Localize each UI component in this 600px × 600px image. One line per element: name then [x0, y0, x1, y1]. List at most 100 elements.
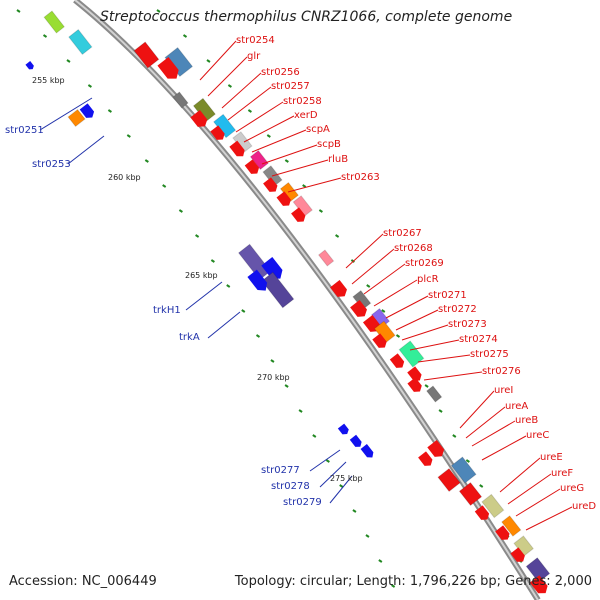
- tick-outer: [438, 409, 443, 413]
- gene-label-str0269[interactable]: str0269: [405, 258, 444, 269]
- gene-label-str0254[interactable]: str0254: [236, 35, 275, 46]
- gene-block-20: [237, 243, 272, 281]
- gene-block-44: [418, 451, 433, 466]
- leader-forward-10: [345, 233, 384, 269]
- gene-block-0: [68, 28, 93, 56]
- gene-box: [398, 340, 425, 368]
- tick-inner: [298, 409, 303, 413]
- gene-block-40: [337, 423, 349, 435]
- gene-label-glr[interactable]: glr: [247, 51, 261, 62]
- gene-label-str0274[interactable]: str0274: [459, 334, 498, 345]
- leader-forward-11: [351, 248, 395, 285]
- gene-label-plcR[interactable]: plcR: [417, 274, 439, 285]
- gene-label-trkA[interactable]: trkA: [179, 332, 200, 343]
- gene-label-str0275[interactable]: str0275: [470, 349, 509, 360]
- tick-outer: [318, 209, 323, 213]
- gene-label-str0267[interactable]: str0267: [383, 228, 422, 239]
- leader-forward-27: [525, 506, 573, 531]
- tick-inner: [312, 434, 317, 438]
- gene-label-ureI[interactable]: ureI: [494, 385, 514, 396]
- gene-label-xerD[interactable]: xerD: [294, 110, 318, 121]
- leader-reverse-3: [207, 311, 241, 339]
- gene-block-42: [360, 444, 374, 458]
- gene-label-str0277[interactable]: str0277: [261, 465, 300, 476]
- tick-inner: [352, 509, 357, 513]
- gene-arrow: [291, 207, 306, 222]
- gene-label-str0279[interactable]: str0279: [283, 497, 322, 508]
- gene-label-ureC[interactable]: ureC: [526, 430, 550, 441]
- gene-block-19: [291, 207, 306, 222]
- gene-label-str0268[interactable]: str0268: [394, 243, 433, 254]
- gene-label-ureG[interactable]: ureG: [560, 483, 585, 494]
- gene-arrow: [418, 451, 433, 466]
- leader-forward-18: [417, 354, 471, 363]
- gene-arrow: [495, 525, 510, 540]
- gene-box: [133, 41, 160, 69]
- gene-label-scpB[interactable]: scpB: [317, 139, 341, 150]
- leader-forward-25: [507, 473, 552, 505]
- tick-inner: [16, 9, 21, 13]
- gene-label-str0256[interactable]: str0256: [261, 67, 300, 78]
- leader-forward-16: [401, 324, 449, 341]
- gene-arrow: [190, 110, 208, 127]
- gene-label-rluB[interactable]: rluB: [328, 154, 349, 165]
- gene-label-ureB[interactable]: ureB: [515, 415, 539, 426]
- gene-label-ureF[interactable]: ureF: [551, 468, 574, 479]
- gene-label-str0258[interactable]: str0258: [283, 96, 322, 107]
- gene-block-2: [133, 41, 160, 69]
- gene-block-1: [43, 10, 66, 34]
- leader-reverse-5: [319, 461, 347, 488]
- gene-block-29: [362, 315, 380, 332]
- leader-forward-4: [235, 101, 284, 133]
- gene-label-str0276[interactable]: str0276: [482, 366, 521, 377]
- gene-block-13: [244, 159, 260, 174]
- gene-label-str0271[interactable]: str0271: [428, 290, 467, 301]
- gene-label-str0272[interactable]: str0272: [438, 304, 477, 315]
- gene-label-ureA[interactable]: ureA: [505, 401, 529, 412]
- gene-block-11: [229, 140, 245, 157]
- tick-inner: [195, 234, 200, 238]
- leader-forward-17: [409, 339, 460, 351]
- tick-inner: [325, 459, 330, 463]
- tick-outer: [424, 384, 429, 388]
- gene-label-ureD[interactable]: ureD: [572, 501, 597, 512]
- scale-label-275: 275 kbp: [330, 474, 363, 483]
- gene-arrow: [474, 505, 490, 520]
- gene-arrow: [210, 125, 225, 140]
- gene-label-trkH1[interactable]: trkH1: [153, 305, 181, 316]
- gene-block-9: [210, 125, 225, 140]
- gene-box: [172, 91, 189, 109]
- gene-arrow: [244, 159, 260, 174]
- gene-label-scpA[interactable]: scpA: [306, 124, 330, 135]
- gene-block-46: [437, 467, 461, 493]
- gene-box: [426, 385, 443, 403]
- tick-outer: [381, 309, 386, 313]
- gene-label-str0278[interactable]: str0278: [271, 481, 310, 492]
- gene-label-str0273[interactable]: str0273: [448, 319, 487, 330]
- gene-label-str0253[interactable]: str0253: [32, 159, 71, 170]
- gene-block-15: [263, 177, 278, 192]
- gene-box: [261, 271, 295, 309]
- tick-inner: [255, 334, 261, 338]
- gene-arrow: [276, 191, 291, 206]
- gene-arrow: [25, 61, 34, 70]
- gene-block-32: [398, 340, 425, 368]
- gene-label-str0251[interactable]: str0251: [5, 125, 44, 136]
- leader-reverse-6: [329, 475, 353, 504]
- tick-outer: [156, 9, 161, 13]
- gene-arrow: [261, 257, 283, 279]
- gene-block-39: [25, 61, 34, 70]
- leader-forward-3: [227, 86, 272, 121]
- gene-block-24: [317, 249, 335, 267]
- gene-label-str0263[interactable]: str0263: [341, 172, 380, 183]
- gene-arrow: [427, 440, 445, 457]
- gene-arrow: [389, 353, 405, 368]
- leader-forward-1: [207, 56, 248, 97]
- gene-block-50: [501, 515, 522, 537]
- leader-forward-21: [465, 406, 506, 439]
- leader-forward-12: [363, 263, 406, 295]
- leader-forward-9: [287, 177, 342, 193]
- gene-block-37: [67, 108, 86, 128]
- gene-label-str0257[interactable]: str0257: [271, 81, 310, 92]
- gene-label-ureE[interactable]: ureE: [540, 452, 563, 463]
